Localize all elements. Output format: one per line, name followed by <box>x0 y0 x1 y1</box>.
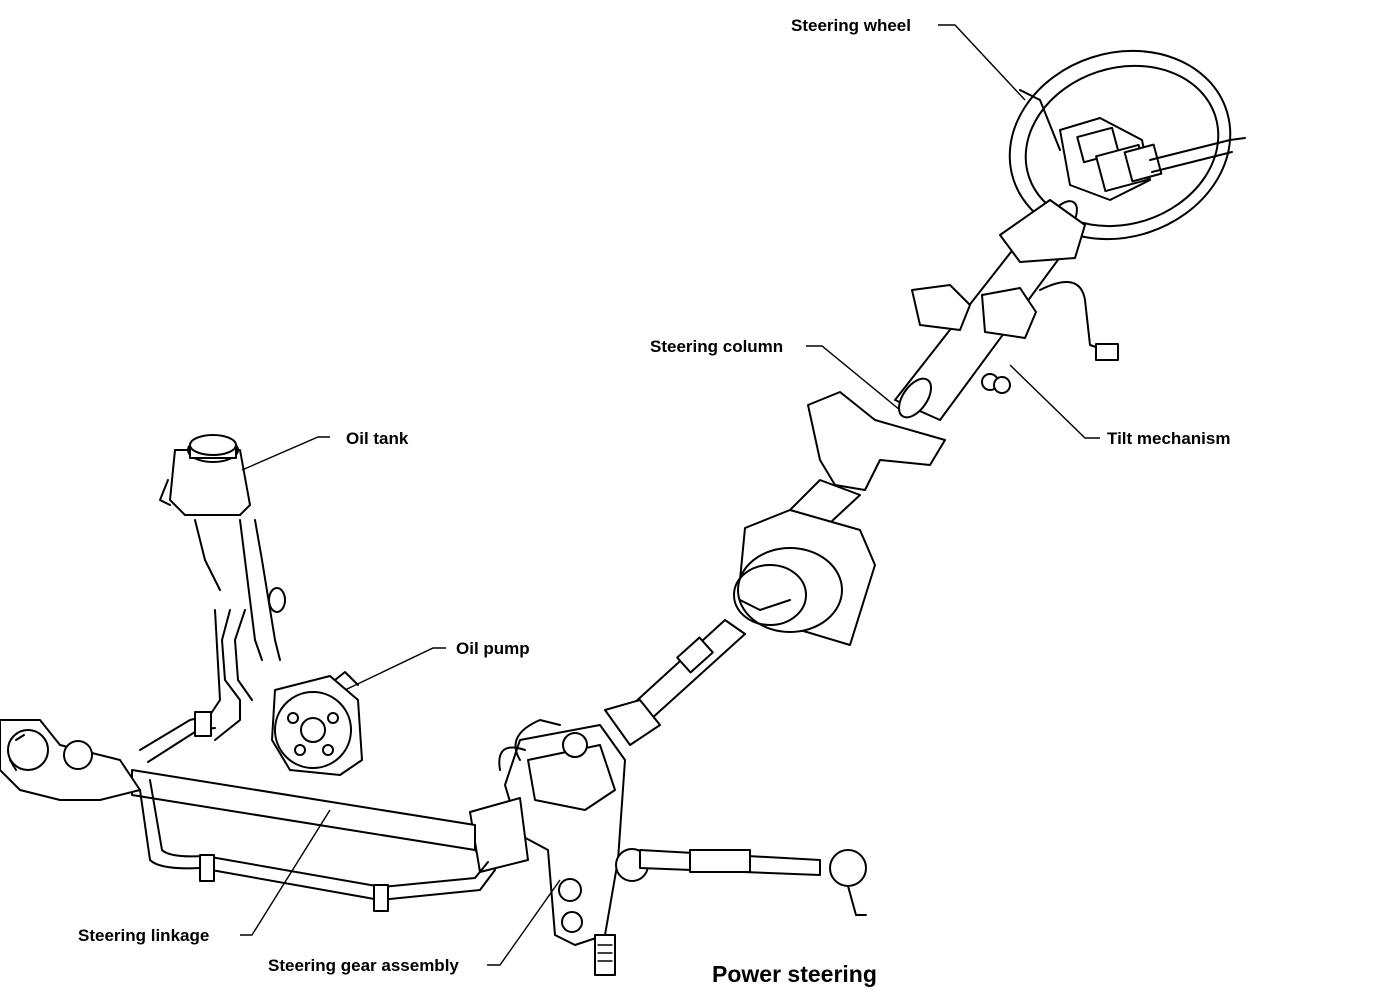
label-steering-wheel: Steering wheel <box>791 16 911 35</box>
steering-column-drawing <box>604 199 1119 746</box>
label-steering-gear-assembly: Steering gear assembly <box>268 956 459 975</box>
label-oil-tank: Oil tank <box>346 429 409 448</box>
label-oil-pump: Oil pump <box>456 639 530 658</box>
label-steering-linkage: Steering linkage <box>78 926 209 945</box>
steering-gear-drawing <box>469 719 867 976</box>
steering-wheel-drawing <box>1008 49 1246 241</box>
label-tilt-mechanism: Tilt mechanism <box>1107 429 1230 448</box>
oil-tank-drawing <box>159 434 286 741</box>
label-steering-column: Steering column <box>650 337 783 356</box>
oil-pump-drawing <box>271 671 363 776</box>
steering-linkage-drawing <box>0 609 496 912</box>
diagram-title: Power steering <box>712 961 877 987</box>
leader-lines <box>240 24 1100 966</box>
